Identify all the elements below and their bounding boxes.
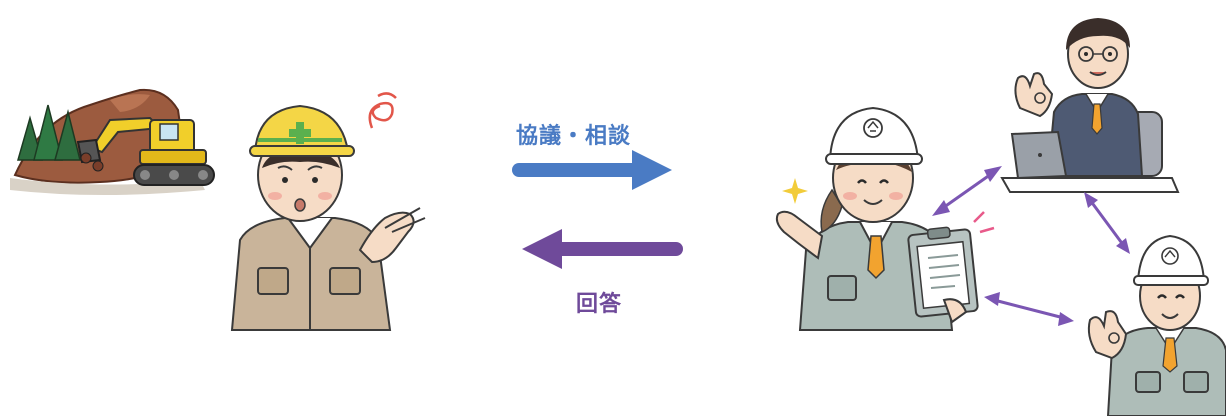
site-engineer-icon [1087,234,1226,416]
confused-swirl-icon [368,92,397,129]
answer-arrow [522,229,683,269]
engineer-woman-icon [775,106,995,331]
double-arrow-office-site [1084,192,1130,254]
answer-label: 回答 [576,292,623,317]
office-worker-icon [1000,18,1180,193]
consult-arrow [512,150,672,190]
consult-label: 協議・相談 [516,124,632,149]
worker-icon [230,104,426,331]
double-arrow-engineer-site [984,292,1074,326]
excavator-scene-icon [10,88,215,195]
double-arrow-engineer-office [932,166,1002,216]
clipboard-icon [907,226,979,318]
sparkle-icon [782,178,808,204]
